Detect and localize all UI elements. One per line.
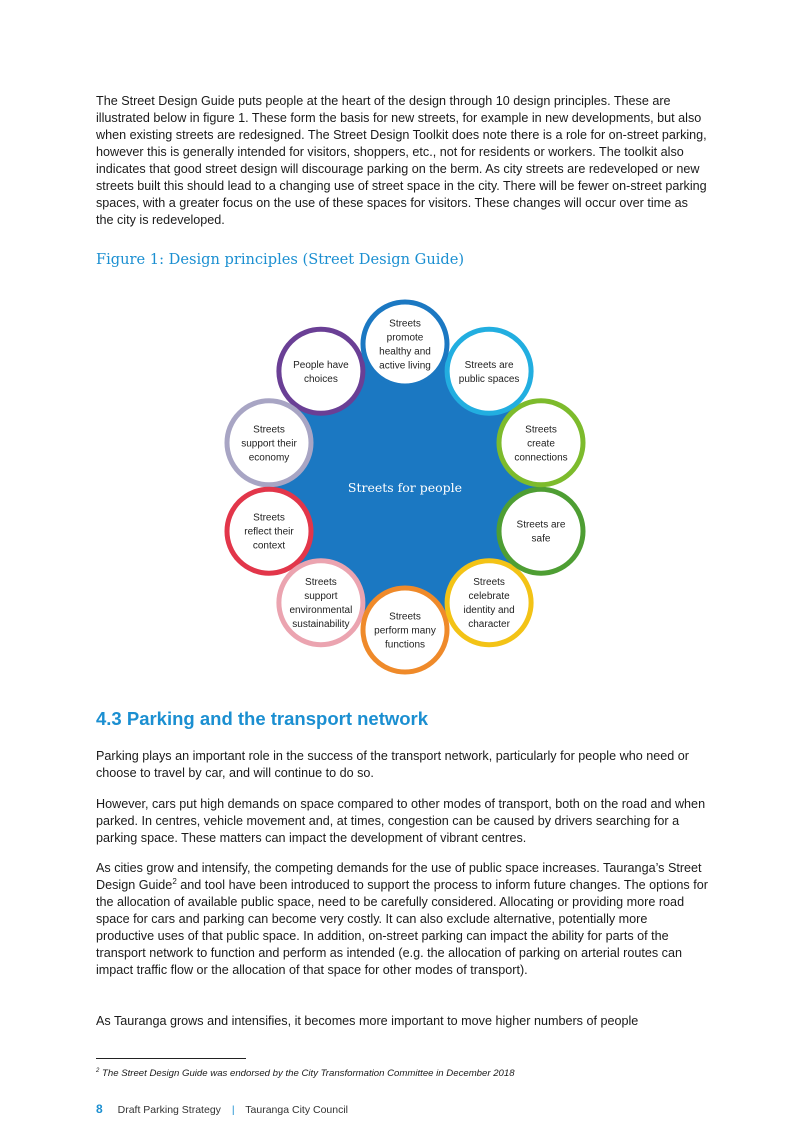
principle-label-line: Streets [389,319,421,330]
principle-circle [444,326,534,416]
section-paragraph-3-part-1: As cities grow and intensify, the compet… [96,861,702,892]
principle-label-line: support [304,591,338,602]
principle-node: Streets support environmental sustainabilit… [276,558,366,648]
principle-node: Streets perform many functions [360,585,450,675]
principle-label-line: Streets [305,577,337,588]
section-heading: 4.3 Parking and the transport network [96,708,429,729]
principle-label-line: Streets are [465,360,514,371]
principle-label-line: connections [514,452,567,463]
principle-circle [360,585,450,675]
center-label: Streets for people [348,480,462,495]
footnote: 2 The Street Design Guide was endorsed b… [96,1068,515,1079]
principle-circle [224,486,314,576]
intro-paragraph: The Street Design Guide puts people at t… [96,94,707,227]
principle-label-line: active living [379,361,431,372]
principle-label-line: create [527,438,555,449]
principle-label-line: choices [304,374,338,385]
footnote-text: The Street Design Guide was endorsed by … [102,1068,515,1079]
principle-node: Streets are safe [496,486,586,576]
principle-node: Streets are public spaces [444,326,534,416]
principle-label-line: celebrate [469,591,511,602]
principle-circle [224,398,314,488]
footnote-divider [96,1058,246,1059]
principle-label-line: Streets [253,513,285,524]
principle-node: Streets reflect their context [224,486,314,576]
section-paragraph-4: As Tauranga grows and intensifies, it be… [96,1014,639,1028]
principle-circle [444,558,534,648]
section-paragraph-3-part-2: and tool have been introduced to support… [96,878,708,977]
principle-circle [276,558,366,648]
principle-label-line: sustainability [292,619,349,630]
figure-title: Figure 1: Design principles (Street Desi… [96,251,465,268]
principle-label-line: support their [241,438,297,449]
principle-label-line: public spaces [459,374,520,385]
principle-label-line: safe [532,534,551,545]
principle-label-line: healthy and [379,347,431,358]
principle-label-line: economy [249,452,290,463]
principle-label-line: Streets [525,424,557,435]
center-shape [269,344,541,630]
footer-separator: | [231,1104,235,1116]
footer-document-title: Draft Parking Strategy [117,1104,221,1116]
principle-label-line: reflect their [244,527,294,538]
page-number: 8 [96,1102,103,1116]
principle-circle [276,326,366,416]
principle-label-line: identity and [464,605,515,616]
principle-node: People have choices [276,326,366,416]
principle-node: Streets promote healthy and active living [360,299,450,389]
principle-circle [496,486,586,576]
section-paragraph-1: Parking plays an important role in the s… [96,749,689,780]
section-paragraph-3: As cities grow and intensify, the compet… [96,860,708,979]
principle-node: Streets support their economy [224,398,314,488]
principle-node: Streets celebrate identity and character [444,558,534,648]
principle-label-line: Streets [389,612,421,623]
principle-circle [360,299,450,389]
principle-label-line: environmental [289,605,352,616]
principle-node: Streets create connections [496,398,586,488]
footnote-number: 2 [96,1067,100,1074]
principle-label-line: Streets [253,424,285,435]
principle-label-line: context [253,541,285,552]
principle-label-line: functions [385,640,425,651]
principle-label-line: Streets are [517,520,566,531]
principle-label-line: character [468,619,510,630]
footnote-reference: 2 [172,876,177,886]
principle-label-line: promote [387,333,424,344]
section-paragraph-2: However, cars put high demands on space … [96,797,706,845]
principle-label-line: Streets [473,577,505,588]
principle-label-line: People have [293,360,349,371]
principle-label-line: perform many [374,626,436,637]
principle-circle [496,398,586,488]
page-footer: 8 Draft Parking Strategy | Tauranga City… [96,1102,348,1116]
footer-organisation: Tauranga City Council [245,1104,349,1116]
